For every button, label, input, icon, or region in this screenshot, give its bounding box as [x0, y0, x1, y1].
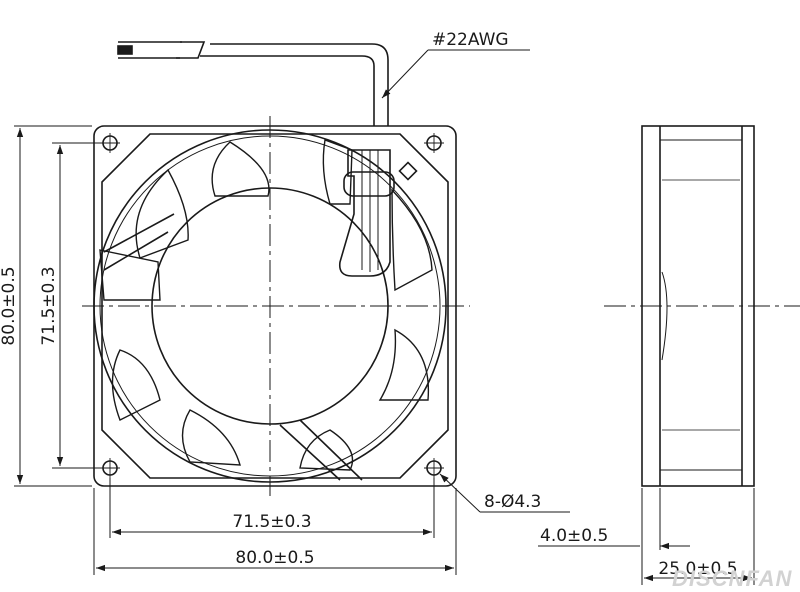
width-overall-label: 80.0±0.5 [235, 548, 314, 568]
brand-watermark: DISCNFAN [672, 566, 793, 591]
side-view-outline [641, 125, 755, 487]
width-holes-label: 71.5±0.3 [232, 512, 311, 532]
wire-gauge-leader [381, 49, 429, 99]
fan-strut-bottom [279, 419, 363, 481]
wire-gauge-label: #22AWG [432, 30, 509, 50]
center-lines [82, 116, 800, 496]
fan-inner-frame [101, 133, 449, 479]
label-diamond [398, 161, 418, 181]
wire-clip [343, 171, 395, 197]
mount-holes-label: 8-Ø4.3 [484, 492, 541, 512]
depth-overall-label: 25.0±0.5 [658, 559, 737, 579]
height-overall-label: 80.0±0.5 [0, 266, 19, 345]
wire-harness [338, 149, 391, 277]
flange-thickness-label: 4.0±0.5 [540, 526, 608, 546]
height-holes-label: 71.5±0.3 [39, 266, 59, 345]
dimension-lines [14, 49, 755, 585]
wire-leads [117, 41, 389, 126]
side-view [641, 125, 755, 487]
mount-hole-leader [439, 473, 481, 513]
fan-blades [99, 139, 433, 471]
side-blade-profile [661, 271, 668, 361]
fan-strut-top-left [103, 213, 175, 271]
